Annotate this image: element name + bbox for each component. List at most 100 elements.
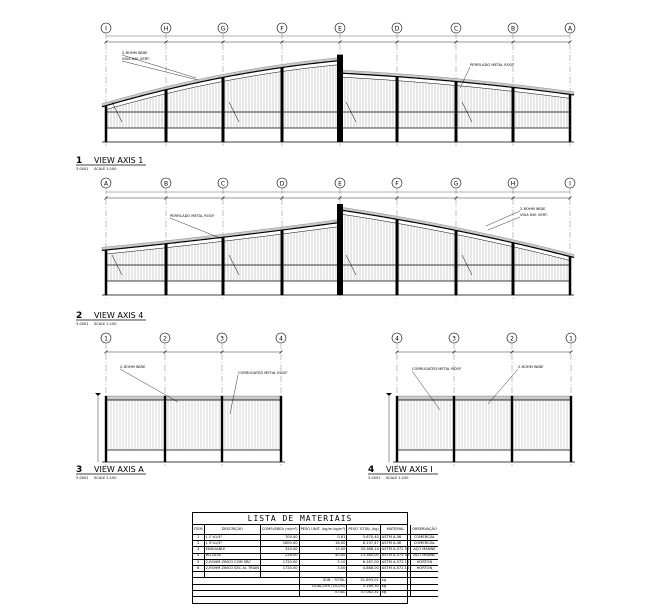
view-sheet: 3-0001	[76, 322, 88, 326]
cell: HORTON	[410, 559, 438, 566]
dimension-tick	[279, 350, 283, 354]
cell: HORTON	[410, 565, 438, 573]
ridge-column	[337, 204, 343, 295]
callout-note: PERFILADO METAL ROOF	[170, 214, 214, 218]
cell: 6	[193, 565, 205, 573]
dimension-tick	[220, 350, 224, 354]
dimension-tick	[221, 40, 225, 44]
column	[510, 396, 514, 462]
callout-note: 2-ROHM WIDE	[122, 51, 148, 55]
axis-label: I	[569, 180, 571, 187]
callout-leader	[169, 217, 221, 239]
cell: 5	[193, 559, 205, 566]
header-item: ITEM	[193, 525, 205, 535]
wall-cladding	[398, 400, 571, 450]
dimension-tick	[568, 40, 572, 44]
column	[104, 250, 108, 295]
column	[104, 396, 108, 462]
dimension-tick	[164, 196, 168, 200]
cell: L 3"x1/4"	[204, 540, 261, 548]
column	[163, 396, 167, 462]
cell: 18.00	[299, 540, 348, 548]
view-number: 1	[76, 156, 82, 166]
axis-label: B	[164, 180, 168, 187]
table-row: 6 2-ROHM ZINCO SEC AL TRIAN 1720.00 3.00…	[193, 565, 438, 573]
axis-label: C	[454, 25, 458, 32]
axis-label: G	[221, 25, 226, 32]
axis-label: D	[280, 180, 285, 187]
axis-label: 3	[452, 335, 456, 342]
dimension-tick	[280, 40, 284, 44]
cell: 2-ROHM ZINCO COM SRC	[204, 559, 261, 566]
cell: ASTM A-572 10	[380, 565, 412, 573]
axis-label: A	[568, 25, 573, 32]
brace	[345, 101, 357, 123]
axis-label: A	[104, 180, 109, 187]
total-label: LIGAÇÕES (10,0%)	[299, 584, 348, 591]
table-row: 4 W12X26 226.00 40.00 13.384,00 ASTM A-5…	[193, 553, 438, 560]
column	[280, 230, 284, 295]
cell: W12X26	[204, 553, 261, 560]
column	[280, 67, 284, 142]
axis-label: H	[164, 25, 169, 32]
dimension-tick	[104, 40, 108, 44]
header-length: COMP./ÁREA (m/m²)	[260, 525, 300, 535]
cell: ASTM A-572 50	[380, 546, 412, 554]
roof-sheet	[105, 395, 282, 401]
column	[568, 256, 572, 295]
cell: L 1"x1/4"	[204, 534, 261, 542]
cell: 4.868,00	[346, 565, 381, 573]
cell: 3.00	[299, 565, 348, 573]
ridge-column	[337, 54, 343, 142]
view-scale: SCALE 1:100	[94, 476, 116, 480]
cell: 2	[193, 540, 205, 548]
brace	[228, 101, 240, 123]
axis-label: F	[280, 25, 284, 32]
axis-label: 3	[220, 335, 224, 342]
callout-note: VIGA NIV. VERT.	[520, 213, 548, 217]
total-row: TOTAL 57.082,31 kg	[193, 590, 438, 597]
axis-label: 4	[395, 335, 399, 342]
view-sheet: 3-0001	[76, 167, 88, 171]
cell: ASTM A-572 50	[380, 553, 412, 560]
cell: 5.670,40	[346, 534, 381, 542]
column	[454, 230, 458, 295]
column	[164, 243, 168, 295]
dimension-tick	[454, 40, 458, 44]
dimension-tick	[395, 40, 399, 44]
callout-leader	[119, 368, 179, 403]
view-title: VIEW AXIS I	[386, 465, 433, 474]
cell: COMERCIAL	[410, 534, 438, 542]
callout-leader	[485, 210, 521, 227]
dimension-tick	[511, 40, 515, 44]
column	[221, 237, 225, 295]
cell: 1720.00	[260, 559, 300, 566]
axis-label: 2	[163, 335, 167, 342]
wall-cladding	[107, 64, 568, 128]
dimension-tick	[568, 196, 572, 200]
column	[395, 76, 399, 142]
roof-sheet	[396, 395, 572, 401]
cell: 1	[193, 534, 205, 542]
total-row: LIGAÇÕES (10,0%) 5.189,30 kg	[193, 584, 438, 591]
cell: 1720.00	[260, 565, 300, 573]
callout-note: PERFILADO METAL ROOF	[470, 63, 514, 67]
view-scale: SCALE 1:100	[386, 476, 408, 480]
cell: 1600.00	[260, 540, 300, 548]
total-label: SUB - TOTAL	[299, 577, 348, 585]
view-sheet: 3-0001	[368, 476, 380, 480]
total-value: 51.893,01	[346, 577, 381, 585]
column	[221, 77, 225, 142]
view-scale: SCALE 1:100	[94, 167, 116, 171]
cell: AÇO MANNE	[410, 553, 438, 560]
cell: 8.137,47	[346, 540, 381, 548]
column	[569, 396, 573, 462]
callout-note: CORRUGATED METAL ROOF	[238, 371, 287, 375]
axis-label: G	[454, 180, 459, 187]
axis-label: I	[105, 25, 107, 32]
callout-leader	[487, 216, 521, 231]
axis-label: D	[395, 25, 400, 32]
